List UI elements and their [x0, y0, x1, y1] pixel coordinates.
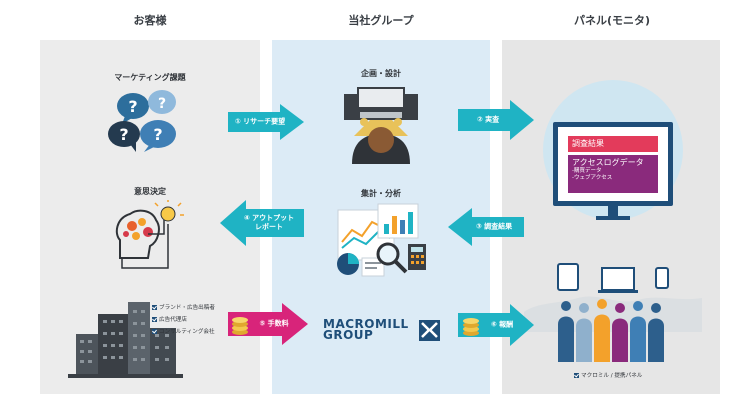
- arrow-label-fee: ⑤ 手数料: [259, 319, 289, 328]
- arrow-label-survey: ② 実査: [476, 115, 500, 124]
- monitor-icon: 調査結果 アクセスログデータ -購買データ -ウェブアクセス: [553, 122, 673, 206]
- logo-line1: MACROMILL: [323, 317, 409, 331]
- panel-legend: マクロミル / 提携パネル: [574, 371, 642, 383]
- coins-icon: [232, 317, 248, 335]
- planning-label: 企画・設計: [361, 69, 401, 78]
- column-title-panel: パネル(モニタ): [573, 14, 651, 27]
- coins-icon: [463, 318, 479, 336]
- arrow-research-request: [228, 104, 304, 140]
- arrow-label-survey-results: ③ 調査結果: [475, 222, 513, 231]
- legend-item-consulting: コンサルティング会社: [152, 327, 215, 335]
- monitor-base: [596, 216, 630, 220]
- question-bubbles-icon: ? ? ? ?: [108, 90, 176, 152]
- arrow-survey: [458, 100, 534, 140]
- legend-item-panel: マクロミル / 提携パネル: [574, 371, 642, 379]
- legend-item-agency: 広告代理店: [152, 315, 215, 323]
- check-icon: [152, 328, 157, 334]
- screen-result-bar: 調査結果: [568, 136, 658, 152]
- screen-log-sub2: -ウェブアクセス: [572, 175, 613, 181]
- monitor-screen: 調査結果 アクセスログデータ -購買データ -ウェブアクセス: [558, 127, 668, 201]
- macromill-logo: MACROMILL GROUP: [323, 317, 409, 342]
- screen-log-title: アクセスログデータ: [572, 158, 644, 167]
- arrow-fee: [228, 303, 308, 345]
- svg-text:?: ?: [153, 125, 162, 144]
- check-icon: [152, 316, 157, 322]
- analysis-charts-icon: [337, 203, 426, 277]
- macromill-logo-mark-icon: [419, 320, 440, 341]
- person-at-desk-icon: [344, 87, 418, 164]
- arrow-survey-results: [448, 208, 524, 246]
- screen-log-sub1: -購買データ: [572, 168, 602, 174]
- marketing-issue-label: マーケティング課題: [114, 73, 186, 82]
- arrow-reward: [458, 304, 534, 346]
- panel-people-icon: [524, 263, 702, 362]
- arrow-output-report: [220, 200, 304, 246]
- logo-line2: GROUP: [323, 328, 374, 342]
- check-icon: [152, 304, 157, 310]
- column-title-group: 当社グループ: [348, 14, 414, 27]
- customer-legend: ブランド・広告出稿者 広告代理店 コンサルティング会社: [152, 303, 215, 339]
- check-icon: [574, 372, 579, 378]
- arrow-label-research-request: ① リサーチ要望: [234, 117, 286, 126]
- monitor-stand: [608, 206, 618, 216]
- arrow-label-output-line2: レポート: [255, 223, 283, 231]
- city-buildings-icon: [68, 302, 183, 378]
- decision-label: 意思決定: [134, 187, 166, 196]
- arrow-label-output-report: ④ アウトプット レポート: [236, 214, 302, 232]
- column-title-customer: お客様: [133, 14, 167, 27]
- svg-text:?: ?: [158, 96, 166, 112]
- svg-text:?: ?: [128, 97, 137, 116]
- screen-log-box: アクセスログデータ -購買データ -ウェブアクセス: [568, 155, 658, 193]
- svg-text:?: ?: [119, 125, 128, 144]
- arrow-label-output-line1: ④ アウトプット: [243, 214, 295, 222]
- arrow-label-reward: ⑥ 報酬: [490, 320, 514, 329]
- legend-item-brand: ブランド・広告出稿者: [152, 303, 215, 311]
- brain-lightbulb-icon: [115, 200, 184, 269]
- analysis-label: 集計・分析: [361, 189, 401, 198]
